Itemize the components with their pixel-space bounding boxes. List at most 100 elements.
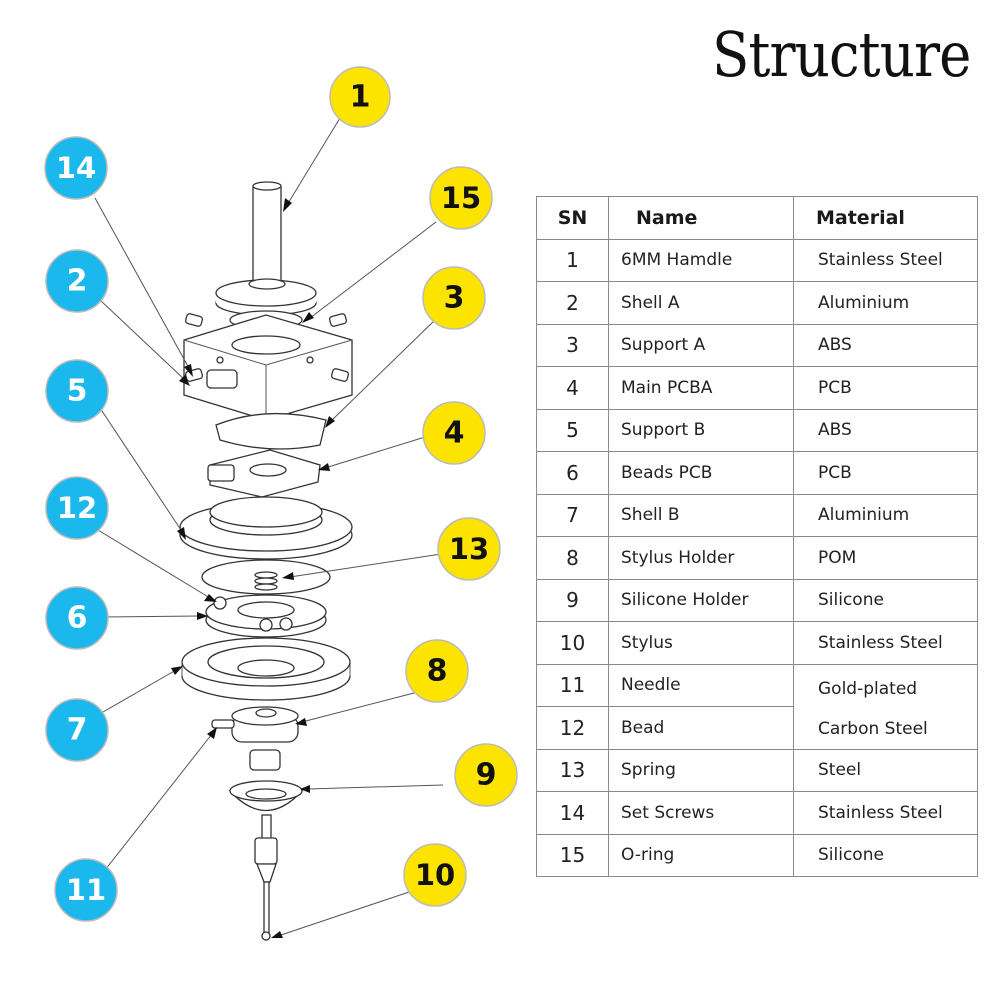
part-beads: [213, 596, 293, 632]
cell-material: Stainless Steel: [793, 791, 978, 835]
callout-2: 2: [45, 249, 109, 313]
cell-name: Spring: [608, 748, 794, 792]
cell-material: POM: [793, 536, 978, 580]
part-handle-cap: [215, 278, 317, 316]
callout-label: 4: [444, 416, 465, 451]
cell-material: Steel: [793, 748, 978, 792]
callout-label: 7: [67, 713, 88, 748]
part-stylus: [254, 814, 278, 941]
cell-material: ABS: [793, 408, 978, 452]
cell-sn: 2: [536, 281, 609, 325]
callout-label: 8: [427, 654, 448, 689]
cell-name: Main PCBA: [608, 366, 794, 410]
callout-label: 2: [67, 264, 88, 299]
callout-3: 3: [422, 266, 486, 330]
callout-14: 14: [44, 136, 108, 200]
part-shell-a: [183, 314, 353, 421]
cell-name: Support A: [608, 323, 794, 367]
callout-8: 8: [405, 639, 469, 703]
cell-sn: 7: [536, 493, 609, 537]
callout-label: 1: [350, 80, 371, 115]
callout-label: 12: [57, 491, 97, 525]
cell-sn: 6: [536, 451, 609, 495]
cell-sn: 5: [536, 408, 609, 452]
cell-material: Aluminium: [793, 281, 978, 325]
header-material: Material: [793, 196, 978, 240]
cell-name: Set Screws: [608, 791, 794, 835]
part-shell-b: [181, 637, 351, 701]
part-handle: [252, 181, 282, 285]
cell-sn: 11: [536, 663, 609, 707]
cell-sn: 10: [536, 621, 609, 665]
cell-name: Bead: [608, 706, 794, 750]
material-line: Gold-plated: [818, 678, 918, 699]
cell-material: Stainless Steel: [793, 621, 978, 665]
callout-label: 15: [441, 181, 481, 215]
callout-5: 5: [45, 359, 109, 423]
cell-sn: 1: [536, 238, 609, 282]
cell-sn: 14: [536, 791, 609, 835]
callout-12: 12: [45, 476, 109, 540]
cell-name: Stylus: [608, 621, 794, 665]
cell-material: PCB: [793, 366, 978, 410]
part-support-b: [179, 496, 353, 560]
callout-15: 15: [429, 166, 493, 230]
callout-label: 10: [415, 858, 455, 892]
cell-name: Shell B: [608, 493, 794, 537]
cell-sn: 8: [536, 536, 609, 580]
cell-sn: 4: [536, 366, 609, 410]
cell-name: Stylus Holder: [608, 536, 794, 580]
callout-label: 6: [67, 601, 88, 636]
callout-9: 9: [454, 743, 518, 807]
cell-sn: 9: [536, 578, 609, 622]
callout-label: 5: [67, 374, 88, 409]
part-silicone-holder: [228, 780, 304, 812]
cell-sn: 13: [536, 748, 609, 792]
callout-label: 9: [476, 758, 497, 793]
cell-material: Aluminium: [793, 493, 978, 537]
cell-sn: 15: [536, 833, 609, 877]
cell-name: Shell A: [608, 281, 794, 325]
material-line: Carbon Steel: [818, 718, 928, 739]
header-sn: SN: [536, 196, 609, 240]
cell-material: PCB: [793, 451, 978, 495]
table-header-row: SN Name Material: [536, 196, 978, 240]
part-stylus-holder: [211, 706, 299, 771]
leader-lines: [94, 117, 449, 938]
part-spring: [201, 559, 331, 595]
callout-7: 7: [45, 698, 109, 762]
cell-name: Beads PCB: [608, 451, 794, 495]
callout-1: 1: [329, 66, 391, 128]
callout-4: 4: [422, 401, 486, 465]
cell-material: Silicone: [793, 833, 978, 877]
cell-name: O-ring: [608, 833, 794, 877]
callout-13: 13: [437, 517, 501, 581]
callout-10: 10: [403, 843, 467, 907]
cell-name: 6MM Hamdle: [608, 238, 794, 282]
part-support-a: [215, 412, 327, 450]
callout-6: 6: [45, 586, 109, 650]
header-name: Name: [608, 196, 794, 240]
exploded-view-diagram: 1 14 15 2 3 5 4 12 13 6 8 7: [44, 66, 518, 941]
cell-material: ABS: [793, 323, 978, 367]
callout-label: 11: [66, 873, 106, 907]
cell-name: Silicone Holder: [608, 578, 794, 622]
callout-label: 3: [444, 281, 465, 316]
callout-11: 11: [54, 858, 118, 922]
cell-material: Silicone: [793, 578, 978, 622]
